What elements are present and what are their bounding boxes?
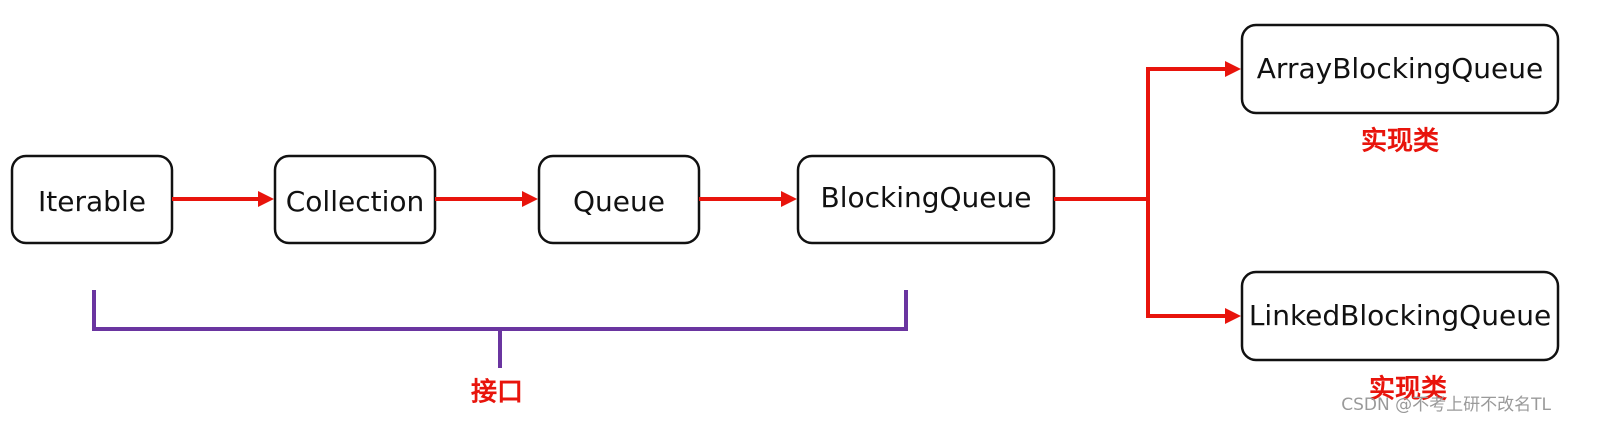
arrow-to-array-blocking-queue (1146, 61, 1241, 77)
node-array-blocking-queue: ArrayBlockingQueue (1240, 23, 1560, 115)
node-array-blocking-queue-box (1240, 23, 1560, 115)
arrow-to-linked-blocking-queue (1146, 308, 1241, 324)
arrowhead-icon (522, 191, 538, 207)
impl-label-bottom: 实现类 (1369, 374, 1447, 405)
node-iterable-label: Iterable (38, 185, 146, 218)
node-collection-label: Collection (286, 185, 425, 218)
arrow-iterable-to-collection (172, 191, 274, 207)
node-queue-label: Queue (573, 185, 665, 218)
arrow-collection-to-queue (435, 191, 538, 207)
node-array-blocking-queue-label: ArrayBlockingQueue (1257, 52, 1543, 85)
node-linked-blocking-queue-label: LinkedBlockingQueue (1249, 299, 1551, 332)
node-linked-blocking-queue: LinkedBlockingQueue (1240, 270, 1560, 362)
impl-label-top: 实现类 (1361, 126, 1439, 157)
node-blocking-queue-label: BlockingQueue (820, 181, 1031, 214)
watermark-text: CSDN @不考上研不改名TL (1341, 395, 1551, 415)
node-collection: Collection (273, 154, 437, 245)
arrowhead-icon (258, 191, 274, 207)
node-iterable: Iterable (10, 154, 174, 245)
branch-connector (1054, 69, 1150, 318)
node-blocking-queue: BlockingQueue (796, 154, 1056, 245)
node-queue: Queue (537, 154, 701, 245)
arrowhead-icon (1225, 308, 1241, 324)
node-linked-blocking-queue-box (1240, 270, 1560, 362)
interface-label: 接口 (471, 378, 523, 408)
interface-bracket (92, 290, 908, 368)
arrow-queue-to-blocking-queue (699, 191, 797, 207)
arrowhead-icon (1225, 61, 1241, 77)
arrowhead-icon (781, 191, 797, 207)
